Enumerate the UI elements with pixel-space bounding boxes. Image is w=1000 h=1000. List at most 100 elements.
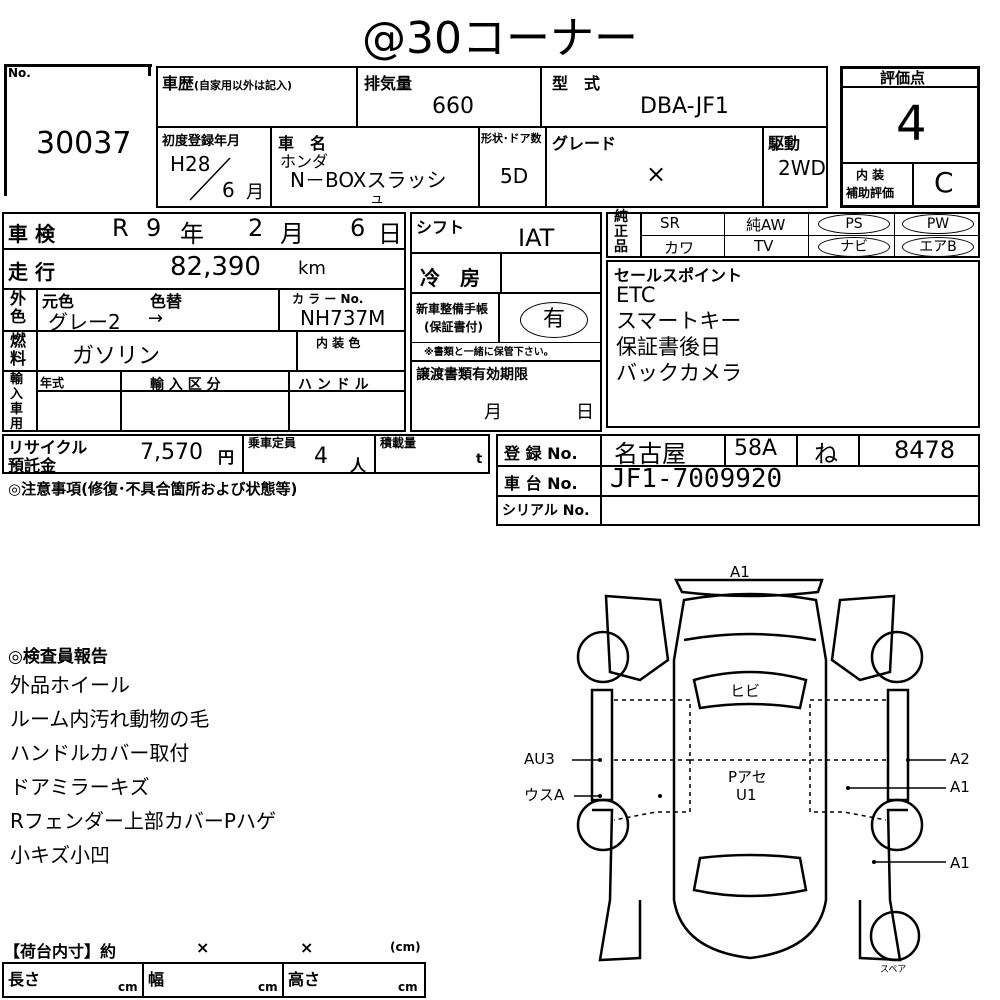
grade-value: ×: [646, 160, 667, 188]
registration-kana: ね: [814, 440, 838, 468]
first-reg-slash: [189, 157, 231, 201]
model-label: 型 式: [552, 74, 601, 93]
lot-no-label: No.: [8, 66, 31, 80]
cargo-length-label: 長さ: [8, 970, 41, 989]
capacity-unit: 人: [350, 456, 367, 475]
left-front-wheel: [576, 630, 630, 684]
displacement-label: 排気量: [364, 74, 413, 93]
displacement-value: 660: [432, 94, 474, 119]
interior-score-label: 内 装: [856, 168, 885, 182]
capacity-value: 4: [314, 444, 328, 469]
maintenance-label-2: (保証書付): [424, 320, 483, 334]
sales-point-item: バックカメラ: [616, 361, 742, 385]
cargo-height-cm: cm: [398, 980, 418, 994]
inspector-item: 外品ホイール: [10, 673, 130, 697]
car-damage-diagram: A1 ヒビ Pアセ U1 AU3 ウスA A2 A1 A1 スペア: [524, 563, 970, 975]
import-handle-label: ハ ン ド ル: [298, 377, 369, 393]
diag-windshield-label: ヒビ: [730, 682, 760, 700]
diag-roof-label-1: Pアセ: [728, 768, 767, 786]
model-value: DBA-JF1: [640, 94, 729, 119]
inspector-item: Rフェンダー上部カバーPハゲ: [10, 809, 276, 833]
registration-label: 登 録 No.: [504, 444, 578, 463]
cargo-x1: ×: [196, 938, 210, 957]
mileage-value: 82,390: [170, 252, 261, 282]
interior-score-label-2: 補助評価: [846, 186, 895, 200]
sales-point-list: ETC スマートキー 保証書後日 バックカメラ: [616, 282, 742, 386]
inspection-month-unit: 月: [280, 220, 304, 248]
left-front-fender: [604, 594, 670, 682]
inspection-day-unit: 日: [378, 220, 402, 248]
maintenance-circle: 有: [520, 302, 588, 338]
inspection-era: R: [112, 214, 129, 242]
load-label: 積載量: [380, 436, 417, 450]
aircon-label: 冷 房: [420, 266, 480, 290]
grade-label: グレード: [552, 134, 617, 153]
equip-aw: 純AW: [746, 216, 786, 234]
registration-class: 58A: [734, 436, 778, 461]
inspector-item: ドアミラーキズ: [10, 775, 150, 799]
equip-navi: ナビ: [818, 237, 890, 257]
recycle-unit: 円: [218, 448, 235, 467]
diag-right-label-1: A2: [950, 750, 970, 768]
center-grid: [410, 212, 602, 432]
rear-window: [692, 853, 808, 898]
cargo-x2: ×: [300, 938, 314, 957]
serial-label: シリアル No.: [502, 503, 590, 519]
load-unit: t: [476, 452, 483, 467]
registration-table: [496, 434, 980, 526]
diag-spare-label: スペア: [880, 965, 906, 975]
score-value: 4: [896, 96, 927, 152]
sales-point-item: 保証書後日: [616, 335, 721, 359]
chassis-label: 車 台 No.: [504, 474, 578, 493]
car-name-label: 車 名: [278, 134, 327, 153]
interior-color-label: 内 装 色: [316, 336, 361, 350]
sales-point-item: ETC: [616, 283, 656, 307]
transfer-month-unit: 月: [484, 402, 502, 423]
repaint-label: 色替: [150, 292, 183, 311]
first-reg-year: H28: [170, 152, 211, 176]
front-bumper: [673, 578, 824, 598]
right-side-panel: [886, 688, 910, 802]
interior-score-value: C: [934, 166, 954, 199]
equip-pw: PW: [902, 214, 974, 234]
import-category-label: 輸 入 区 分: [150, 377, 221, 393]
diag-right-label-2: A1: [950, 778, 970, 796]
diag-roof-label-2: U1: [736, 786, 757, 804]
lot-number: 30037: [36, 126, 132, 161]
mileage-unit: km: [298, 258, 326, 279]
sales-point-box: [606, 260, 980, 428]
cargo-unit: (cm): [390, 940, 421, 954]
info-grid-top: [156, 66, 828, 208]
equip-ps: PS: [818, 214, 890, 234]
left-side-panel: [590, 688, 614, 802]
car-name: N－BOXスラッシ: [290, 168, 447, 192]
sales-point-label: セールスポイント: [614, 266, 743, 285]
sales-point-item: スマートキー: [616, 309, 742, 333]
recycle-row: [2, 434, 490, 474]
car-body: [672, 592, 828, 960]
exterior-color-side: 外色: [10, 289, 27, 326]
equipment-side: 純正品: [614, 209, 628, 255]
inspection-day: 6: [350, 214, 366, 242]
doors-value: 5D: [500, 164, 529, 188]
recycle-label: リサイクル: [8, 438, 88, 457]
right-front-fender: [830, 594, 896, 682]
import-side: 輸入車用: [10, 372, 24, 432]
page-title: @30コーナー: [362, 13, 638, 64]
inspector-item: ハンドルカバー取付: [10, 741, 190, 765]
right-rear-panel: [858, 808, 908, 962]
diag-right-label-3: A1: [950, 854, 970, 872]
cargo-width-cm: cm: [258, 980, 278, 994]
color-no-label: カ ラ ー No.: [292, 292, 364, 306]
inspector-item: ルーム内汚れ動物の毛: [10, 707, 210, 731]
equip-sr: SR: [660, 214, 680, 232]
inspection-month: 2: [248, 214, 264, 242]
car-name-cont: ュ: [370, 191, 384, 207]
fuel-value: ガソリン: [72, 344, 161, 369]
windshield: [692, 670, 808, 710]
transfer-day-unit: 日: [576, 402, 594, 423]
orig-color-label: 元色: [42, 292, 75, 311]
cargo-table: [2, 962, 426, 998]
doors-label: 形状･ドア数: [481, 132, 542, 145]
left-rear-wheel: [576, 798, 630, 852]
